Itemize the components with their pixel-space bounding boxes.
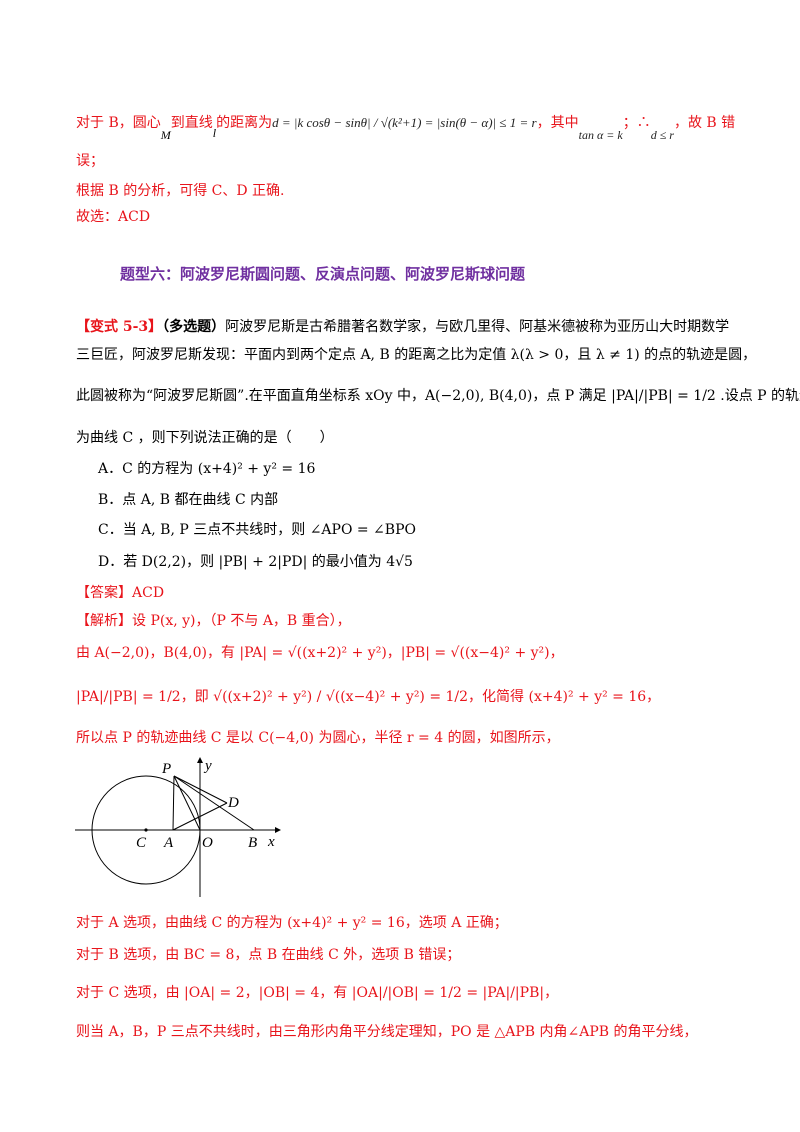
conclusion-line: 根据 B 的分析，可得 C、D 正确.: [76, 183, 285, 199]
after-line-c: 对于 C 选项，由 |OA| = 2，|OB| = 4，有 |OA|/|OB| …: [76, 985, 559, 1001]
option-b-label: B．: [98, 492, 123, 508]
tan-relation: tan α = k: [578, 128, 623, 142]
distance-formula: d = |k cosθ − sinθ| / √(k²+1) = |sin(θ −…: [272, 115, 537, 130]
point-m: M: [160, 128, 171, 142]
problem-tag: 【变式 5-3】: [76, 319, 163, 335]
after-line-b: 对于 B 选项，由 BC = 8，点 B 在曲线 C 外，选项 B 错误；: [76, 947, 461, 963]
para-b-line: 对于 B，圆心M到直线l的距离为d = |k cosθ − sinθ| / √(…: [76, 112, 736, 142]
analysis-line-1: 【解析】设 P(x, y)，（P 不与 A，B 重合），: [76, 613, 351, 629]
para-b-therefore: ；∴: [622, 115, 651, 131]
option-a-label: A．: [98, 461, 123, 477]
section-title: 题型六：阿波罗尼斯圆问题、反演点问题、阿波罗尼斯球问题: [120, 265, 526, 283]
option-d-label: D．: [98, 554, 124, 570]
label-d: D: [227, 795, 239, 811]
d-le-r: d ≤ r: [650, 128, 674, 142]
x-axis-arrow-icon: [275, 827, 281, 833]
label-c: C: [136, 835, 147, 851]
analysis-line-3: |PA|/|PB| = 1/2，即 √((x+2)² + y²) / √((x−…: [76, 689, 661, 705]
problem-line-1: 【变式 5-3】（多选题）阿波罗尼斯是古希腊著名数学家，与欧几里得、阿基米德被称…: [76, 316, 729, 336]
option-d: D．若 D(2,2)，则 |PB| + 2|PD| 的最小值为 4√5: [98, 551, 413, 571]
analysis-line-2: 由 A(−2,0)，B(4,0)，有 |PA| = √((x+2)² + y²)…: [76, 645, 564, 661]
center-point: [144, 828, 148, 832]
segment-ad: [172, 802, 228, 831]
label-o: O: [202, 835, 213, 851]
problem-text-1: 阿波罗尼斯是古希腊著名数学家，与欧几里得、阿基米德被称为亚历山大时期数学: [225, 319, 730, 335]
option-c-text: 当 A, B, P 三点不共线时，则 ∠APO = ∠BPO: [122, 522, 416, 538]
para-b-to-line: 到直线: [170, 115, 213, 131]
label-p: P: [161, 761, 171, 777]
option-c: C．当 A, B, P 三点不共线时，则 ∠APO = ∠BPO: [98, 519, 416, 539]
line-l: l: [212, 126, 217, 140]
answer-line-1: 故选：ACD: [76, 209, 151, 225]
para-b-wrap: 误；: [76, 153, 104, 169]
para-b-distance: 的距离为: [216, 115, 273, 131]
after-line-d: 则当 A，B，P 三点不共线时，由三角形内角平分线定理知，PO 是 △APB 内…: [76, 1024, 698, 1040]
option-b-text: 点 A, B 都在曲线 C 内部: [122, 492, 279, 508]
label-y: y: [203, 758, 212, 774]
segment-po: [173, 775, 201, 831]
segment-pb: [173, 775, 255, 831]
option-a: A．C 的方程为 (x+4)² + y² = 16: [98, 458, 315, 478]
analysis-line-4: 所以点 P 的轨迹曲线 C 是以 C(−4,0) 为圆心，半径 r = 4 的圆…: [76, 730, 560, 746]
option-b: B．点 A, B 都在曲线 C 内部: [98, 489, 278, 509]
after-line-a: 对于 A 选项，由曲线 C 的方程为 (x+4)² + y² = 16，选项 A…: [76, 915, 508, 931]
label-x: x: [267, 834, 275, 850]
para-b-where: ，其中: [536, 115, 579, 131]
option-a-text: C 的方程为 (x+4)² + y² = 16: [122, 461, 316, 477]
problem-line-4: 为曲线 C ，则下列说法正确的是（ ）: [76, 430, 334, 446]
para-b-prefix: 对于 B，圆心: [76, 115, 161, 131]
problem-type: （多选题）: [162, 319, 226, 335]
segment-pa: [172, 775, 175, 831]
problem-line-2: 三巨匠，阿波罗尼斯发现：平面内到两个定点 A, B 的距离之比为定值 λ(λ >…: [76, 347, 757, 363]
para-b-suffix: ，故 B 错: [673, 115, 736, 131]
label-b: B: [248, 835, 257, 851]
apollonius-figure: y x P D C A O B: [75, 757, 281, 897]
option-c-label: C．: [98, 522, 123, 538]
answer-label: 【答案】ACD: [76, 585, 165, 601]
option-d-text: 若 D(2,2)，则 |PB| + 2|PD| 的最小值为 4√5: [123, 554, 413, 570]
y-axis-arrow-icon: [197, 757, 203, 763]
problem-line-3: 此圆被称为“阿波罗尼斯圆”.在平面直角坐标系 xOy 中，A(−2,0), B(…: [76, 388, 800, 404]
label-a: A: [163, 835, 174, 851]
segment-pd: [173, 775, 228, 804]
